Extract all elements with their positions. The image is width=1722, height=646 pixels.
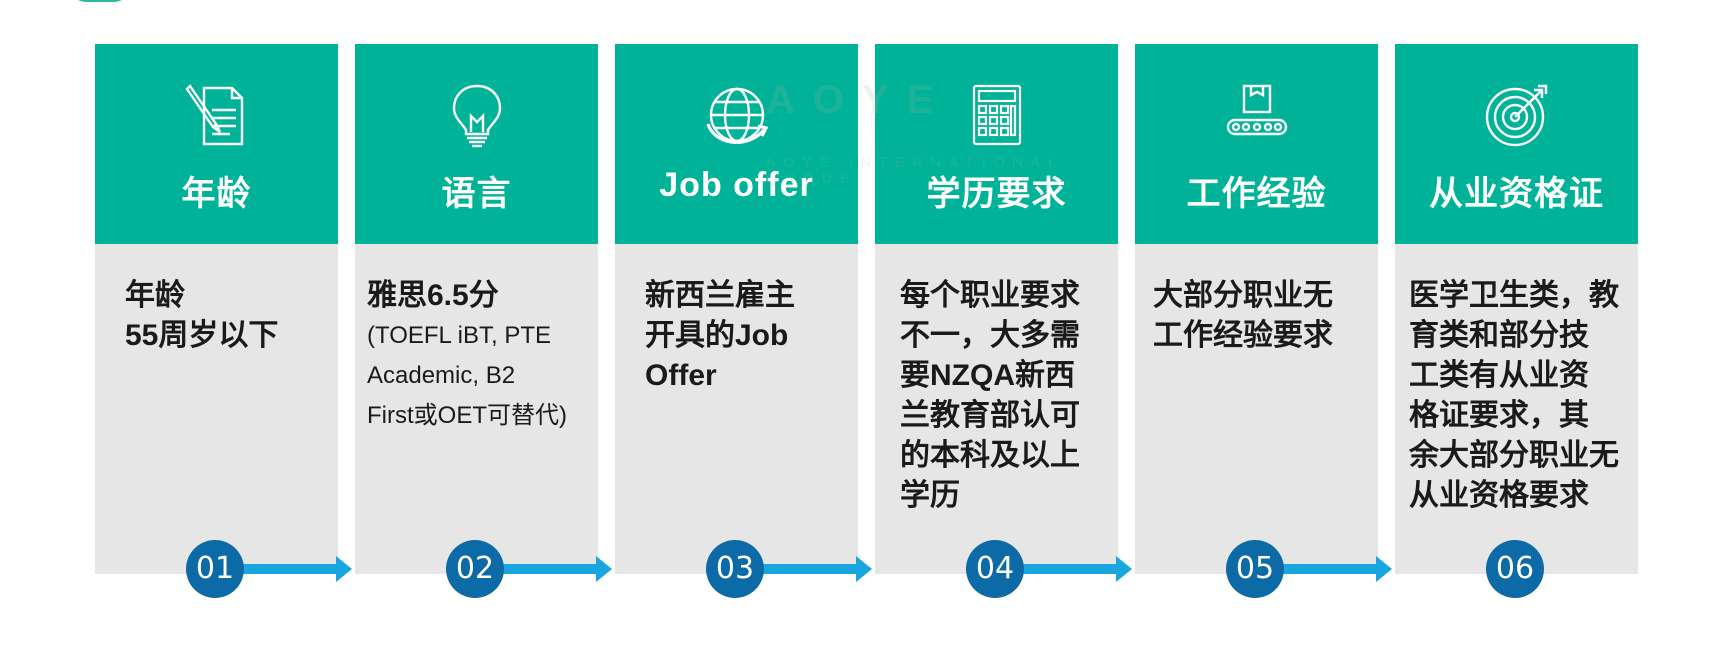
card-text-line: Offer [645, 359, 717, 392]
target-arrow-icon [1482, 80, 1552, 150]
card-header: 语言 [355, 44, 598, 244]
card-description: 医学卫生类，教 育类和部分技 工类有从业资 格证要求，其 余大部分职业无 从业资… [1409, 276, 1635, 516]
step-number: 04 [966, 540, 1024, 598]
card-description: 新西兰雇主 开具的Job Offer [645, 276, 845, 396]
card-text-line: 工作经验要求 [1153, 319, 1333, 352]
card-text-line: 余大部分职业无 [1409, 439, 1619, 472]
card-description: 每个职业要求 不一，大多需 要NZQA新西 兰教育部认可 的本科及以上 学历 [900, 276, 1110, 516]
card-header: 学历要求 [875, 44, 1118, 244]
card-title: 工作经验 [1186, 175, 1327, 213]
card-title: 从业资格证 [1429, 175, 1604, 213]
card-text-line: 雅思6.5分 [367, 279, 499, 312]
timeline-arrowhead [1376, 556, 1392, 582]
step-number: 05 [1226, 540, 1284, 598]
globe-arrow-icon [702, 80, 772, 150]
card-text-line: 学历 [900, 479, 960, 512]
timeline-arrowhead [596, 556, 612, 582]
corner-accent [70, 0, 130, 2]
calculator-icon [962, 80, 1032, 150]
card-title: Job offer [659, 166, 814, 204]
card-age: 年龄 年龄 55周岁以下 [95, 44, 338, 574]
card-header: 年龄 [95, 44, 338, 244]
timeline-arrowhead [1116, 556, 1132, 582]
card-text-line: 工类有从业资 [1409, 359, 1589, 392]
card-header: Job offer [615, 44, 858, 244]
card-text-line: 55周岁以下 [125, 319, 279, 352]
card-text-small: First或OET可替代) [367, 402, 567, 429]
card-description: 雅思6.5分 (TOEFL iBT, PTE Academic, B2 Firs… [367, 276, 595, 436]
card-text-line: 要NZQA新西 [900, 359, 1075, 392]
card-job-offer: Job offer 新西兰雇主 开具的Job Offer [615, 44, 858, 574]
card-title: 学历要求 [926, 175, 1067, 213]
card-text-small: Academic, B2 [367, 362, 516, 389]
step-number: 03 [706, 540, 764, 598]
card-language: 语言 雅思6.5分 (TOEFL iBT, PTE Academic, B2 F… [355, 44, 598, 574]
card-text-line: 从业资格要求 [1409, 479, 1589, 512]
timeline-arrowhead [336, 556, 352, 582]
card-text-small: (TOEFL iBT, PTE [367, 322, 552, 349]
card-education: 学历要求 每个职业要求 不一，大多需 要NZQA新西 兰教育部认可 的本科及以上… [875, 44, 1118, 574]
card-text-line: 大部分职业无 [1153, 279, 1333, 312]
step-number: 02 [446, 540, 504, 598]
card-header: 工作经验 [1135, 44, 1378, 244]
card-header: 从业资格证 [1395, 44, 1638, 244]
card-text-line: 医学卫生类，教 [1409, 279, 1619, 312]
card-text-line: 育类和部分技 [1409, 319, 1589, 352]
step-number: 06 [1486, 540, 1544, 598]
card-text-line: 不一，大多需 [900, 319, 1080, 352]
card-text-line: 格证要求，其 [1409, 399, 1589, 432]
card-description: 大部分职业无 工作经验要求 [1153, 276, 1373, 356]
card-title: 年龄 [181, 175, 252, 213]
card-title: 语言 [441, 175, 512, 213]
card-text-line: 年龄 [125, 279, 185, 312]
step-number: 01 [186, 540, 244, 598]
card-text-line: 开具的Job [645, 319, 789, 352]
card-text-line: 的本科及以上 [900, 439, 1080, 472]
conveyor-box-icon [1222, 80, 1292, 150]
lightbulb-icon [442, 80, 512, 150]
timeline-arrowhead [856, 556, 872, 582]
card-work-experience: 工作经验 大部分职业无 工作经验要求 [1135, 44, 1378, 574]
card-text-line: 兰教育部认可 [900, 399, 1080, 432]
card-description: 年龄 55周岁以下 [125, 276, 325, 356]
card-text-line: 每个职业要求 [900, 279, 1080, 312]
document-pen-icon [182, 80, 252, 150]
card-qualification: 从业资格证 医学卫生类，教 育类和部分技 工类有从业资 格证要求，其 余大部分职… [1395, 44, 1638, 574]
card-text-line: 新西兰雇主 [645, 279, 795, 312]
